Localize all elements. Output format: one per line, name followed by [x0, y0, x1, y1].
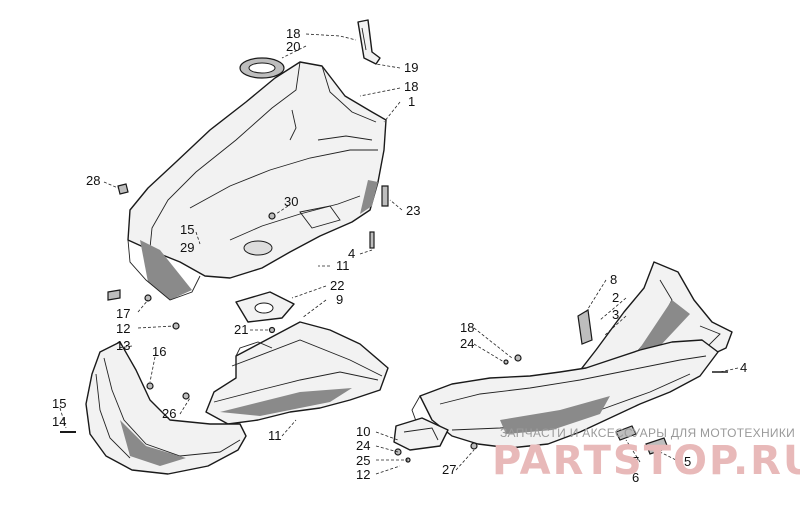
callout-12: 12	[116, 321, 130, 336]
callout-9: 9	[336, 292, 343, 307]
callout-16: 16	[152, 344, 166, 359]
fasteners-lower	[394, 309, 728, 463]
callout-18: 18	[286, 26, 300, 41]
front-bumper	[85, 341, 247, 475]
watermark-brand: PARTSTOP.RU	[492, 438, 800, 484]
callout-30: 30	[284, 194, 298, 209]
gasket-plate	[235, 291, 295, 334]
callout-24: 24	[356, 438, 370, 453]
callout-18: 18	[460, 320, 474, 335]
fasteners-upper	[107, 183, 389, 400]
callout-12: 12	[356, 467, 370, 482]
callout-20: 20	[286, 39, 300, 54]
seal-ring	[239, 57, 285, 79]
callout-1: 1	[408, 94, 415, 109]
watermark-tagline: ЗАПЧАСТИ И АКСЕССУАРЫ ДЛЯ МОТОТЕХНИКИ	[500, 426, 795, 440]
callout-27: 27	[442, 462, 456, 477]
callout-10: 10	[356, 424, 370, 439]
callout-13: 13	[116, 338, 130, 353]
watermark: ЗАПЧАСТИ И АКСЕССУАРЫ ДЛЯ МОТОТЕХНИКИ PA…	[492, 426, 800, 484]
callout-25: 25	[356, 453, 370, 468]
callout-7: 7	[632, 454, 639, 469]
callout-19: 19	[404, 60, 418, 75]
callout-2: 2	[612, 290, 619, 305]
callout-21: 21	[234, 322, 248, 337]
upper-body-panel	[127, 61, 387, 301]
callout-18: 18	[404, 79, 418, 94]
callout-11: 11	[268, 428, 282, 443]
callout-14: 14	[52, 414, 66, 429]
mount-bracket	[357, 19, 381, 65]
callout-labels: 18 20 19 18 1 28 30 23 15 29 4 11 22 9 1…	[52, 26, 747, 485]
callout-24: 24	[460, 336, 474, 351]
callout-22: 22	[330, 278, 344, 293]
callout-3: 3	[612, 307, 619, 322]
callout-15: 15	[52, 396, 66, 411]
callout-28: 28	[86, 173, 100, 188]
callout-6: 6	[632, 470, 639, 485]
belly-pan	[205, 321, 389, 425]
callout-17: 17	[116, 306, 130, 321]
callout-4: 4	[740, 360, 747, 375]
callout-5: 5	[684, 454, 691, 469]
callout-23: 23	[406, 203, 420, 218]
leader-lines	[59, 33, 739, 475]
callout-26: 26	[162, 406, 176, 421]
callout-15: 15	[180, 222, 194, 237]
chassis-tunnel	[411, 339, 719, 449]
callout-11: 11	[336, 258, 350, 273]
callout-8: 8	[610, 272, 617, 287]
callout-29: 29	[180, 240, 194, 255]
callout-4: 4	[348, 246, 355, 261]
front-mount-bracket	[393, 417, 449, 451]
